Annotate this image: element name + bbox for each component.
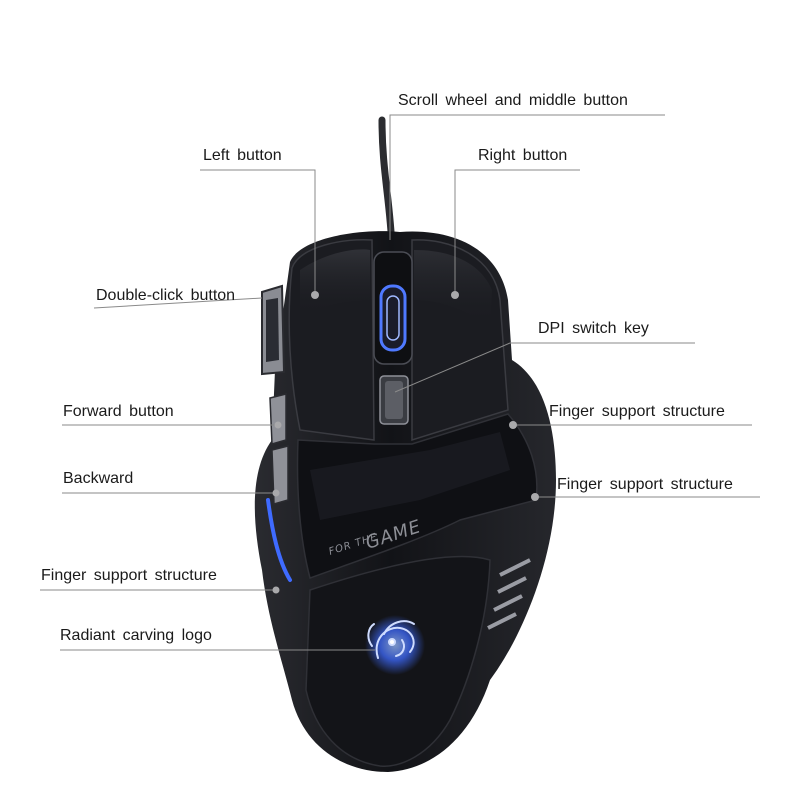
label-dpi-switch: DPI switch key (538, 320, 649, 337)
marker-dots (272, 291, 539, 594)
label-forward: Forward button (63, 403, 174, 420)
label-finger-support-left: Finger support structure (41, 567, 217, 584)
leader-lines (40, 114, 760, 651)
label-finger-support-right-upper: Finger support structure (549, 403, 725, 420)
label-double-click: Double-click button (96, 287, 236, 304)
forward-button[interactable] (269, 393, 287, 445)
label-right-button: Right button (478, 147, 568, 164)
right-grip-vents (487, 558, 531, 630)
dragon-logo-icon (367, 620, 415, 659)
label-scroll-wheel: Scroll wheel and middle button (398, 92, 628, 109)
left-glow-strip (266, 498, 292, 582)
label-left-button: Left button (203, 147, 282, 164)
label-backward: Backward (63, 470, 134, 487)
label-logo: Radiant carving logo (60, 627, 212, 644)
label-finger-support-right-lower: Finger support structure (557, 476, 733, 493)
